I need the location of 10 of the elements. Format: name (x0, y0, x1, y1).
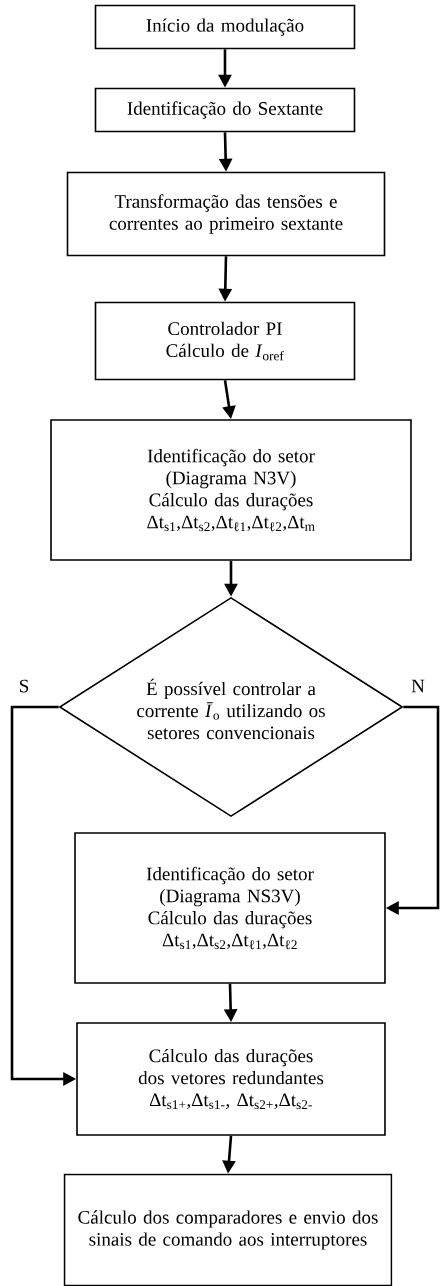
process-box: Transformação das tensões e correntes ao primeiro sextante (66, 171, 386, 257)
process-box: Identificação do setor (Diagrama NS3V) Cálculo das durações Δt$_{s1}$,Δt$_{s2}$,Δt$_{ℓ1}$,Δt$_{ℓ2}$ (74, 832, 386, 984)
process-box: Cálculo dos comparadores e envio dos sinais de comando aos interruptores (63, 1173, 393, 1286)
process-box: Início da modulação (94, 4, 356, 50)
process-box: Cálculo das durações dos vetores redundantes Δt$_{s1+}$,Δt$_{s1-}$, Δt$_{s2+}$,Δt$_{s2-}$ (76, 1022, 386, 1136)
edge-label: N (410, 678, 426, 694)
process-box: Identificação do setor (Diagrama N3V) Cálculo das durações Δt$_{s1}$,Δt$_{s2}$,Δt$_{ℓ1}$,Δt$_{ℓ2}$,Δt$_{m}$ (50, 419, 412, 561)
edge-label: S (17, 678, 31, 694)
process-box: Controlador PI Cálculo de I$_{oref}$ (94, 301, 356, 381)
process-box: Identificação do Sextante (94, 87, 356, 133)
